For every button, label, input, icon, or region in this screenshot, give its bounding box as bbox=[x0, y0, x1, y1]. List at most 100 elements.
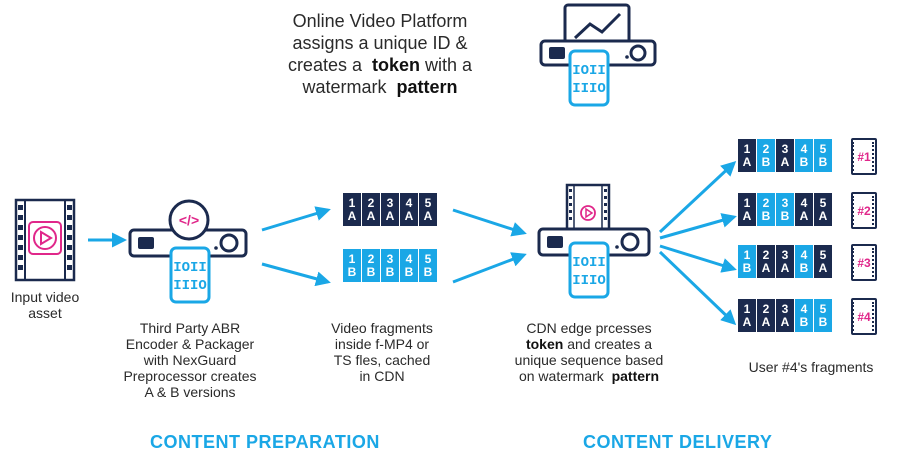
binary-text: IIIO bbox=[572, 273, 606, 289]
token-keyword: token bbox=[525, 336, 564, 352]
ovp-caption-line: creates a token with a bbox=[262, 54, 498, 76]
pattern-keyword: pattern bbox=[396, 77, 458, 97]
fragments-caption-line: inside f-MP4 or bbox=[334, 336, 430, 352]
fragments-caption: Video fragments inside f-MP4 or TS fles,… bbox=[322, 320, 442, 384]
user-caption: User #4's fragments bbox=[748, 359, 874, 375]
input-video-icon bbox=[14, 198, 76, 282]
binary-text: IIIO bbox=[572, 81, 606, 97]
ovp-caption-line: assigns a unique ID & bbox=[292, 33, 468, 53]
cdn-caption-line: unique sequence based bbox=[514, 352, 664, 368]
arrow-b-to-cdn bbox=[452, 252, 527, 284]
user-tag-icon: #3 bbox=[851, 244, 877, 281]
encoder-caption: Third Party ABR Encoder & Packager with … bbox=[120, 320, 260, 400]
pattern-keyword: pattern bbox=[611, 368, 660, 384]
cdn-caption-text: on watermark bbox=[518, 368, 604, 384]
ovp-caption-text: watermark bbox=[302, 77, 387, 97]
ovp-caption: Online Video Platform assigns a unique I… bbox=[262, 10, 498, 98]
ovp-caption-text: with a bbox=[425, 55, 473, 75]
encoder-caption-line: A & B versions bbox=[144, 384, 236, 400]
arrow-cdn-to-user3 bbox=[659, 244, 737, 273]
input-caption: Input video asset bbox=[2, 289, 88, 321]
encoder-caption-line: Third Party ABR bbox=[139, 320, 241, 336]
section-content-preparation: CONTENT PREPARATION bbox=[150, 432, 380, 452]
binary-text: IIIO bbox=[173, 278, 207, 294]
section-content-delivery: CONTENT DELIVERY bbox=[583, 432, 773, 452]
fragments-caption-line: in CDN bbox=[359, 368, 405, 384]
user-tag-label: #1 bbox=[857, 149, 871, 164]
cdn-caption-line: token and creates a bbox=[505, 336, 673, 352]
arrow-encoder-to-b bbox=[261, 262, 331, 287]
user-tag-label: #4 bbox=[857, 309, 871, 324]
encoder-caption-line: Encoder & Packager bbox=[125, 336, 255, 352]
arrow-a-to-cdn bbox=[452, 208, 527, 237]
token-keyword: token bbox=[372, 55, 421, 75]
fragments-caption-line: TS fles, cached bbox=[333, 352, 431, 368]
user-tag-icon: #2 bbox=[851, 192, 877, 229]
cdn-caption-line: on watermark pattern bbox=[505, 368, 673, 384]
encoder-server-icon: </> IOII IIIO bbox=[128, 199, 248, 304]
arrow-cdn-to-user2 bbox=[659, 213, 737, 240]
user-tag-label: #2 bbox=[857, 203, 871, 218]
binary-text: IOII bbox=[173, 260, 207, 276]
cdn-caption-line: CDN edge prcesses bbox=[526, 320, 652, 336]
encoder-caption-line: with NexGuard bbox=[143, 352, 237, 368]
ovp-caption-text: creates a bbox=[287, 55, 362, 75]
ovp-server-icon: IOII IIIO bbox=[539, 3, 657, 107]
binary-text: IOII bbox=[572, 63, 606, 79]
code-icon: </> bbox=[179, 212, 199, 228]
input-caption-line: Input video bbox=[10, 289, 80, 305]
flow-arrows bbox=[88, 160, 737, 326]
arrow-encoder-to-a bbox=[261, 206, 331, 232]
arrow-cdn-to-user1 bbox=[658, 160, 737, 234]
user-tag-icon: #4 bbox=[851, 298, 877, 335]
cdn-caption: CDN edge prcesses token and creates a un… bbox=[505, 320, 673, 384]
ovp-caption-line: watermark pattern bbox=[262, 76, 498, 98]
cdn-caption-text: and creates a bbox=[567, 336, 653, 352]
binary-text: IOII bbox=[572, 255, 606, 271]
fragments-caption-line: Video fragments bbox=[331, 320, 433, 336]
encoder-caption-line: Preprocessor creates bbox=[123, 368, 257, 384]
arrow-cdn-to-user4 bbox=[658, 250, 737, 326]
user-tag-label: #3 bbox=[857, 255, 871, 270]
ovp-caption-line: Online Video Platform bbox=[292, 11, 468, 31]
user-tag-icon: #1 bbox=[851, 138, 877, 175]
input-caption-line: asset bbox=[28, 305, 62, 321]
